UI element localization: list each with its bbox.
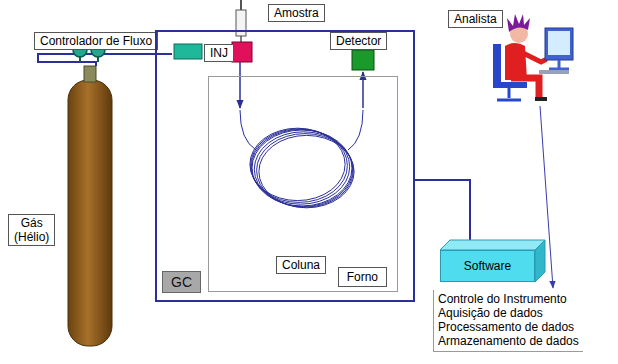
syringe-plunger — [240, 0, 242, 10]
software-box: Software — [440, 250, 535, 282]
regulator-pipe — [72, 62, 96, 66]
analyst-legs — [511, 78, 539, 98]
column-coil — [250, 128, 354, 208]
coil-loop — [254, 132, 352, 207]
flow-controller-label: Controlador de Fluxo — [34, 32, 158, 50]
syringe-needle — [240, 36, 242, 42]
monitor — [545, 28, 573, 60]
detector-block — [352, 50, 374, 70]
flow-arrow — [239, 62, 241, 108]
node-label: Amostra — [274, 6, 319, 20]
analyst-figure: Analista — [445, 6, 575, 104]
keyboard — [539, 70, 569, 74]
node-label: INJ — [210, 46, 228, 60]
software-box-top — [440, 240, 545, 250]
sample-label: Amostra — [268, 4, 325, 22]
chair-base — [497, 88, 521, 100]
software-functions-list: Controle do InstrumentoAquisição de dado… — [433, 290, 583, 352]
node-label: Gás (Hélio) — [14, 216, 49, 244]
oven-box: ColunaForno — [208, 76, 398, 292]
analyst-arm — [521, 52, 545, 62]
coil-loop — [257, 134, 354, 208]
node-label: Analista — [448, 10, 503, 28]
gas-label: Gás (Hélio) — [8, 214, 55, 246]
node-label: Controlador de Fluxo — [40, 34, 152, 48]
gas-cylinder — [68, 80, 112, 346]
column-lead — [348, 110, 363, 150]
flow-controller-block — [174, 44, 202, 59]
analyst-body — [505, 43, 527, 80]
node-label: Software — [464, 259, 511, 273]
gc-tag: GC — [162, 271, 201, 293]
node-label: Coluna — [282, 258, 320, 272]
node-label: Detector — [336, 34, 381, 48]
software-box-side — [535, 240, 545, 282]
cylinder-valve — [84, 66, 96, 82]
monitor-screen — [548, 31, 570, 55]
analyst-shoe — [535, 97, 547, 101]
coil-loop — [252, 130, 352, 206]
injector-block — [232, 42, 252, 62]
function-item: Armazenamento de dados — [438, 334, 579, 348]
node-label: Forno — [338, 267, 387, 287]
signal-cable — [415, 180, 470, 240]
monitor-stand — [549, 60, 569, 69]
injector-label: INJ — [204, 44, 234, 62]
column-lead — [240, 110, 256, 150]
detector-label: Detector — [330, 32, 387, 50]
analyst-hair — [507, 14, 530, 32]
gas-line — [38, 54, 172, 62]
flow-arrow — [362, 72, 364, 108]
gauge-stem — [80, 57, 98, 62]
function-item: Controle do Instrumento — [438, 292, 579, 306]
syringe-barrel — [236, 10, 246, 36]
column-label: Coluna — [276, 256, 326, 274]
coil-loop — [259, 135, 354, 207]
gc-housing: INJDetectorColunaFornoGC — [155, 30, 415, 302]
function-item: Aquisição de dados — [438, 306, 579, 320]
function-item: Processamento de dados — [438, 320, 579, 334]
